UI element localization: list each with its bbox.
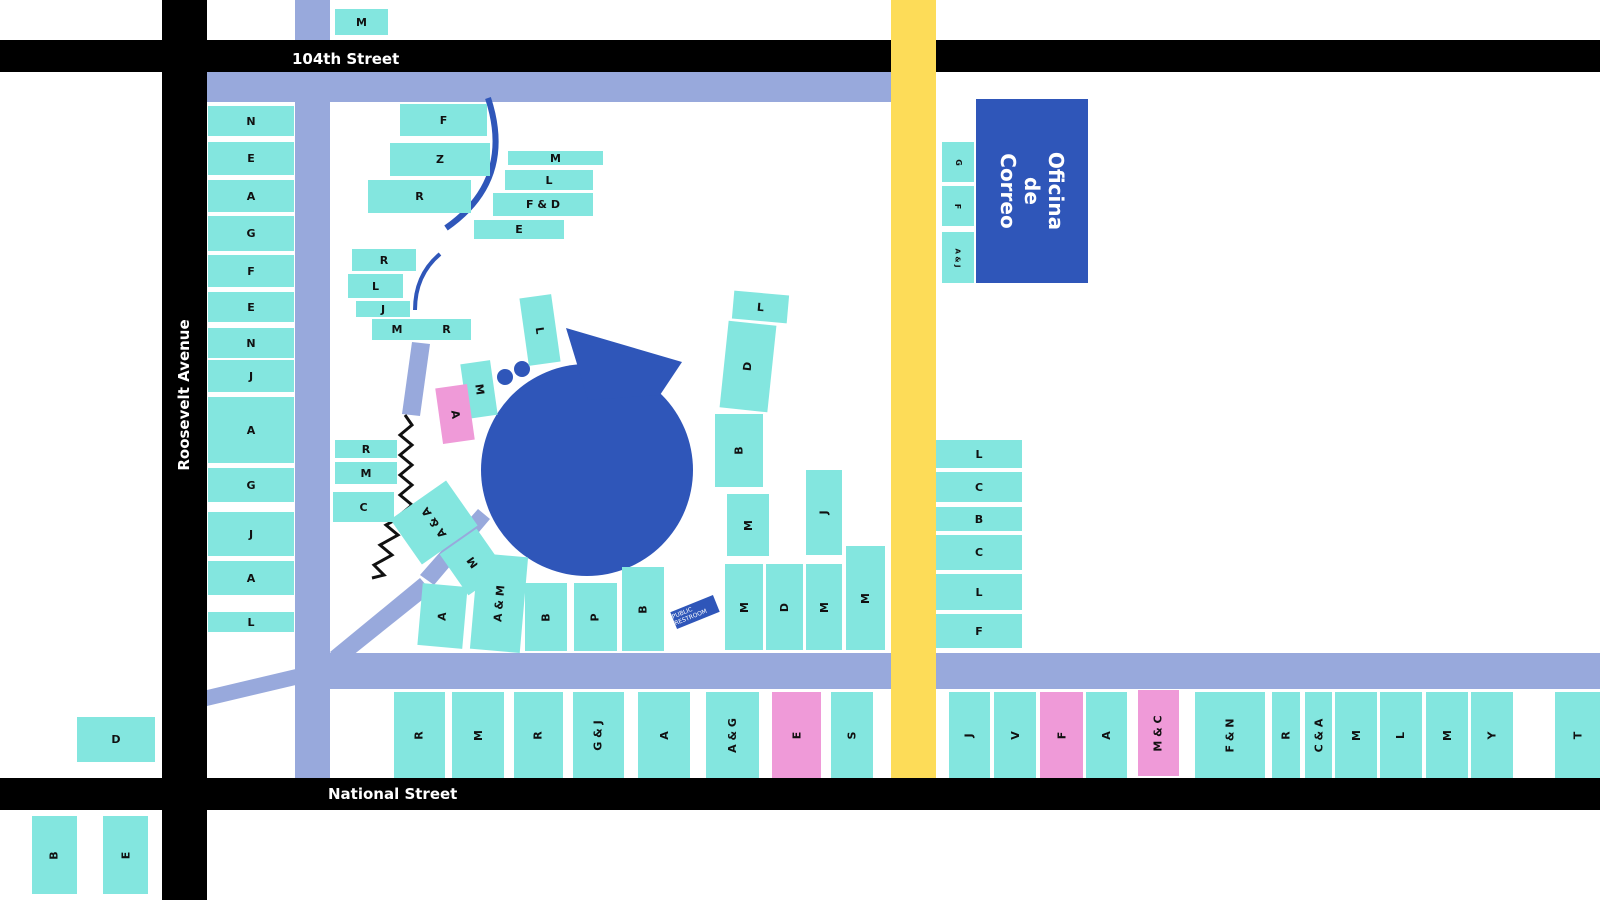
stall[interactable]: F: [936, 614, 1022, 648]
stall[interactable]: P: [574, 583, 617, 651]
stall[interactable]: B: [622, 567, 664, 651]
stall[interactable]: E: [208, 142, 294, 175]
stall[interactable]: E: [474, 220, 564, 239]
stall-highlight[interactable]: M & C: [1138, 690, 1179, 776]
path-bottom: [330, 653, 1600, 689]
stall[interactable]: F: [208, 255, 294, 287]
stall[interactable]: J: [356, 301, 410, 317]
stall[interactable]: C: [936, 535, 1022, 570]
path-top: [207, 72, 892, 102]
stall[interactable]: R: [1272, 692, 1300, 778]
stall[interactable]: A: [208, 397, 294, 463]
street-104th: [0, 40, 1600, 72]
stall[interactable]: M: [727, 494, 769, 556]
avenue-roosevelt: [162, 0, 207, 900]
stall[interactable]: J: [208, 360, 294, 392]
stall[interactable]: L: [936, 574, 1022, 610]
stall[interactable]: A & M: [469, 553, 529, 653]
stall[interactable]: R: [335, 440, 397, 458]
stall[interactable]: J: [806, 470, 842, 555]
stall[interactable]: M: [452, 692, 504, 778]
stall[interactable]: G: [942, 142, 974, 182]
stall[interactable]: D: [77, 717, 155, 762]
stall[interactable]: R: [422, 319, 471, 340]
stall[interactable]: F & D: [493, 193, 593, 216]
stall[interactable]: C: [936, 472, 1022, 502]
stall[interactable]: R: [352, 249, 416, 271]
stall[interactable]: M: [335, 462, 397, 484]
stall[interactable]: Z: [390, 143, 490, 176]
stall-highlight[interactable]: F: [1040, 692, 1083, 778]
stall[interactable]: L: [731, 290, 790, 324]
stall[interactable]: B: [715, 414, 763, 487]
stall[interactable]: A: [208, 180, 294, 212]
stall-highlight[interactable]: E: [772, 692, 821, 778]
stall[interactable]: A & G: [706, 692, 759, 778]
path-left: [295, 100, 330, 778]
stall[interactable]: C & A: [1305, 692, 1332, 778]
stall[interactable]: M: [806, 564, 842, 650]
stall[interactable]: L: [208, 612, 294, 632]
stall[interactable]: A: [638, 692, 690, 778]
stall[interactable]: B: [525, 583, 567, 651]
stall[interactable]: A & J: [942, 232, 974, 283]
stall[interactable]: R: [394, 692, 445, 778]
stall[interactable]: V: [994, 692, 1036, 778]
stall[interactable]: Y: [1471, 692, 1513, 778]
stall[interactable]: N: [208, 328, 294, 358]
stall[interactable]: N: [208, 106, 294, 136]
stall[interactable]: M: [725, 564, 763, 650]
stall[interactable]: D: [719, 320, 777, 413]
stall[interactable]: F: [942, 186, 974, 226]
stall[interactable]: S: [831, 692, 873, 778]
stall[interactable]: R: [368, 180, 471, 213]
stall[interactable]: F: [400, 104, 487, 136]
stall[interactable]: L: [505, 170, 593, 190]
post-office-label: Oficina de Correo: [996, 151, 1068, 231]
stall[interactable]: A: [208, 561, 294, 595]
stall[interactable]: E: [103, 816, 148, 894]
stall[interactable]: T: [1555, 692, 1600, 778]
stall[interactable]: M: [372, 319, 422, 340]
stall[interactable]: G: [208, 468, 294, 502]
stall[interactable]: J: [949, 692, 990, 778]
street-label-104th: 104th Street: [292, 50, 400, 68]
stall[interactable]: C: [333, 492, 394, 522]
stall[interactable]: E: [208, 292, 294, 322]
stall[interactable]: L: [348, 274, 403, 298]
stall[interactable]: R: [514, 692, 563, 778]
street-national: [0, 778, 1600, 810]
path-yellow: [891, 0, 936, 778]
stall[interactable]: B: [32, 816, 77, 894]
street-label-national: National Street: [328, 785, 458, 803]
stall[interactable]: M: [335, 9, 388, 35]
stall[interactable]: L: [1380, 692, 1422, 778]
post-office[interactable]: Oficina de Correo: [976, 99, 1088, 283]
stall[interactable]: A: [1086, 692, 1127, 778]
path-top-stub: [295, 0, 330, 40]
stall[interactable]: J: [208, 512, 294, 556]
stall[interactable]: G & J: [573, 692, 624, 778]
stall[interactable]: B: [936, 507, 1022, 531]
stall[interactable]: G: [208, 216, 294, 251]
stall[interactable]: F & N: [1195, 692, 1265, 778]
stall[interactable]: A: [417, 583, 468, 649]
stall[interactable]: L: [936, 440, 1022, 468]
stall[interactable]: M: [508, 151, 603, 165]
stall[interactable]: D: [766, 564, 803, 650]
stall[interactable]: M: [846, 546, 885, 650]
stall[interactable]: M: [1426, 692, 1468, 778]
stall[interactable]: M: [1335, 692, 1377, 778]
